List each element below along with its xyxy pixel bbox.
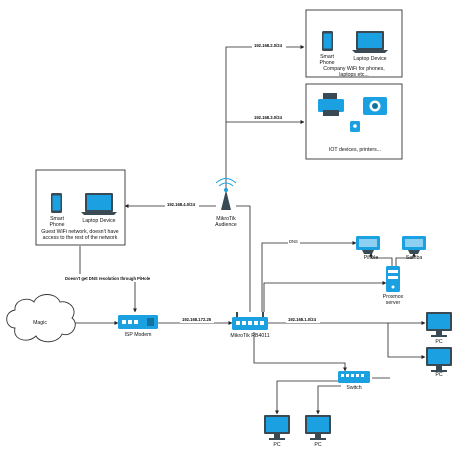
label-dns-note: Doesn't get DNS resolution through PiHol… bbox=[65, 276, 151, 281]
camera-icon bbox=[363, 97, 387, 115]
switch-label: Switch bbox=[346, 385, 361, 391]
edge-router-audience bbox=[236, 205, 251, 312]
label-iot-subnet: 192.168.3.0/24 bbox=[254, 115, 283, 120]
laptop-icon bbox=[352, 31, 388, 53]
pihole-vm: Pihole bbox=[356, 236, 380, 261]
pc-bottom-1-label: PC bbox=[273, 442, 280, 448]
network-switch: Switch bbox=[338, 371, 370, 391]
company-caption: Company WiFi for phones,laptops etc... bbox=[323, 66, 384, 78]
pc-bottom-2-label: PC bbox=[314, 442, 321, 448]
edge-router-proxmox bbox=[263, 281, 387, 312]
pc-right-1: PC bbox=[426, 312, 452, 345]
pc-right-2: PC bbox=[426, 347, 452, 378]
router-label: MikroTik RB4011 bbox=[230, 333, 269, 339]
internet-cloud: Magic bbox=[6, 294, 76, 343]
edge-labels: 192.168.2.0/24 192.168.3.0/24 192.168.4.… bbox=[60, 42, 320, 323]
pc-bottom-1: PC bbox=[264, 415, 290, 448]
edge-router-pc2 bbox=[387, 323, 426, 359]
label-wan-subnet: 192.168.172.25 bbox=[182, 317, 212, 322]
guest-smartphone-icon bbox=[51, 193, 62, 213]
isp-modem: ISP Modem bbox=[118, 315, 158, 338]
iot-box: IOT devices, printers... bbox=[305, 83, 403, 160]
sensor-icon bbox=[350, 121, 360, 132]
label-guest-subnet: 192.168.4.0/24 bbox=[167, 202, 196, 207]
edge-switch-pc3 bbox=[275, 380, 338, 415]
smartphone-icon bbox=[322, 31, 333, 51]
pc-bottom-2: PC bbox=[305, 415, 331, 448]
samba-label: Samba bbox=[406, 255, 423, 261]
isp-modem-label: ISP Modem bbox=[124, 332, 151, 338]
label-lan-subnet: 192.168.1.0/24 bbox=[288, 317, 317, 322]
mikrotik-router: MikroTik RB4011 bbox=[230, 312, 270, 339]
label-company-subnet: 192.168.2.0/24 bbox=[254, 43, 283, 48]
magic-label: Magic bbox=[33, 320, 47, 326]
pc-right-1-label: PC bbox=[435, 339, 442, 345]
iot-caption: IOT devices, printers... bbox=[329, 147, 381, 153]
company-laptop-label: Laptop Device bbox=[353, 56, 386, 62]
printer-icon bbox=[318, 93, 344, 116]
label-dns: DNS bbox=[289, 239, 298, 244]
pihole-label: Pihole bbox=[364, 255, 379, 261]
samba-vm: Samba bbox=[402, 236, 426, 261]
guest-laptop-label: Laptop Device bbox=[82, 218, 115, 224]
edge-proxmox-pihole bbox=[369, 252, 393, 268]
edge-proxmox-samba bbox=[395, 252, 416, 268]
edge-router-pihole bbox=[261, 241, 357, 312]
edge-switch-pc4 bbox=[316, 385, 341, 415]
guest-laptop-icon bbox=[81, 193, 117, 215]
edge-router-switch bbox=[253, 332, 347, 372]
pc-right-2-label: PC bbox=[435, 372, 442, 378]
